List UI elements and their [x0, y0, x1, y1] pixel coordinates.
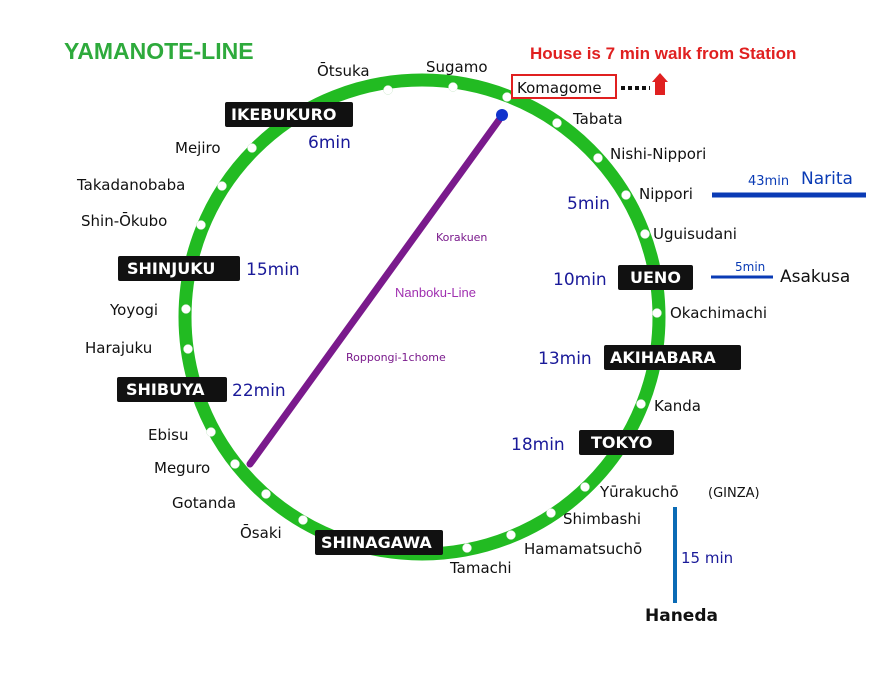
house-note: House is 7 min walk from Station	[530, 44, 796, 63]
station-label-yoyogi: Yoyogi	[109, 301, 158, 319]
major-badge-shibuya-bg	[117, 377, 227, 402]
house-word: House	[530, 44, 582, 63]
major-badge-akihabara-bg	[604, 345, 741, 370]
station-dots	[181, 82, 662, 553]
station-dot-gotanda	[261, 489, 271, 499]
station-dot-hamamatsucho	[506, 530, 516, 540]
station-label-gotanda: Gotanda	[172, 494, 236, 512]
station-dot-nippori	[621, 190, 631, 200]
narita-time: 43min	[748, 174, 789, 189]
station-dot-harajuku	[183, 344, 193, 354]
time-shibuya: 22min	[232, 381, 286, 401]
station-dot-osaki	[298, 515, 308, 525]
station-label-uguisudani: Uguisudani	[653, 225, 737, 243]
station-dot-uguisudani	[640, 229, 650, 239]
station-label-kanda: Kanda	[654, 397, 701, 415]
nanboku-stop-roppongi: Roppongi-1chome	[346, 351, 446, 364]
nanboku-stop-korakuen: Korakuen	[436, 231, 487, 244]
nanboku-endpoint-marker	[496, 109, 508, 121]
station-dot-takadanobaba	[217, 181, 227, 191]
nanboku-line	[246, 116, 503, 468]
station-label-shin-okubo: Shin-Ōkubo	[81, 211, 167, 230]
station-label-nippori: Nippori	[639, 185, 693, 203]
station-label-otsuka: Ōtsuka	[317, 61, 370, 80]
major-station-tokyo: TOKYO	[591, 433, 653, 452]
major-station-ueno: UENO	[630, 268, 681, 287]
major-badge-tokyo-bg	[579, 430, 674, 455]
walk-text: is 7 min walk from Station	[587, 44, 797, 63]
major-station-shinagawa: SHINAGAWA	[321, 533, 432, 552]
time-shinjuku: 15min	[246, 260, 300, 280]
time-ikebukuro: 6min	[308, 133, 351, 153]
home-station-label: Komagome	[517, 79, 602, 97]
station-dot-shimbashi	[546, 508, 556, 518]
station-label-ginza: (GINZA)	[708, 486, 760, 501]
major-badge-ikebukuro-bg	[225, 102, 353, 127]
major-badge-ueno-bg	[618, 265, 693, 290]
time-nippori: 5min	[567, 194, 610, 214]
station-label-mejiro: Mejiro	[175, 139, 221, 157]
time-akihabara: 13min	[538, 349, 592, 369]
asakusa-time: 5min	[735, 260, 765, 274]
station-label-sugamo: Sugamo	[426, 58, 488, 76]
time-tokyo: 18min	[511, 435, 565, 455]
map-title: YAMANOTE-LINE	[64, 38, 254, 64]
station-label-takadanobaba: Takadanobaba	[76, 176, 185, 194]
station-dot-tabata	[552, 118, 562, 128]
station-label-tamachi: Tamachi	[449, 559, 512, 577]
station-dot-yoyogi	[181, 304, 191, 314]
station-label-osaki: Ōsaki	[240, 523, 282, 542]
narita-label: Narita	[801, 169, 853, 189]
station-dot-nishi-nippori	[593, 153, 603, 163]
nanboku-line-label: Nanboku-Line	[395, 285, 476, 300]
station-dot-kanda	[636, 399, 646, 409]
major-station-shinjuku: SHINJUKU	[127, 259, 215, 278]
station-dot-yurakucho	[580, 482, 590, 492]
station-dot-sugamo	[448, 82, 458, 92]
major-station-ikebukuro: IKEBUKURO	[231, 105, 337, 124]
station-label-hamamatsucho: Hamamatsuchō	[524, 540, 642, 558]
station-dot-meguro	[230, 459, 240, 469]
major-badge-shinagawa-bg	[315, 530, 443, 555]
home-station-box	[511, 74, 617, 99]
station-dot-tamachi	[462, 543, 472, 553]
station-label-nishi-nippori: Nishi-Nippori	[610, 145, 706, 163]
yamanote-loop	[178, 73, 666, 561]
station-label-meguro: Meguro	[154, 459, 210, 477]
station-label-shimbashi: Shimbashi	[563, 510, 641, 528]
station-label-harajuku: Harajuku	[85, 339, 152, 357]
station-label-yurakucho: Yūrakuchō	[599, 483, 679, 501]
asakusa-label: Asakusa	[780, 267, 850, 287]
major-station-akihabara: AKIHABARA	[610, 348, 716, 367]
haneda-label: Haneda	[645, 606, 718, 626]
time-ueno: 10min	[553, 270, 607, 290]
major-station-shibuya: SHIBUYA	[126, 380, 205, 399]
station-dot-mejiro	[247, 143, 257, 153]
station-dot-okachimachi	[652, 308, 662, 318]
house-icon	[652, 73, 668, 95]
major-badge-shinjuku-bg	[118, 256, 240, 281]
station-label-tabata: Tabata	[572, 110, 623, 128]
haneda-time: 15 min	[681, 549, 733, 567]
station-label-okachimachi: Okachimachi	[670, 304, 767, 322]
station-label-ebisu: Ebisu	[148, 426, 189, 444]
station-dot-ebisu	[206, 427, 216, 437]
station-dot-otsuka	[383, 85, 393, 95]
station-dot-shin-okubo	[196, 220, 206, 230]
station-dot-komagome	[502, 92, 512, 102]
